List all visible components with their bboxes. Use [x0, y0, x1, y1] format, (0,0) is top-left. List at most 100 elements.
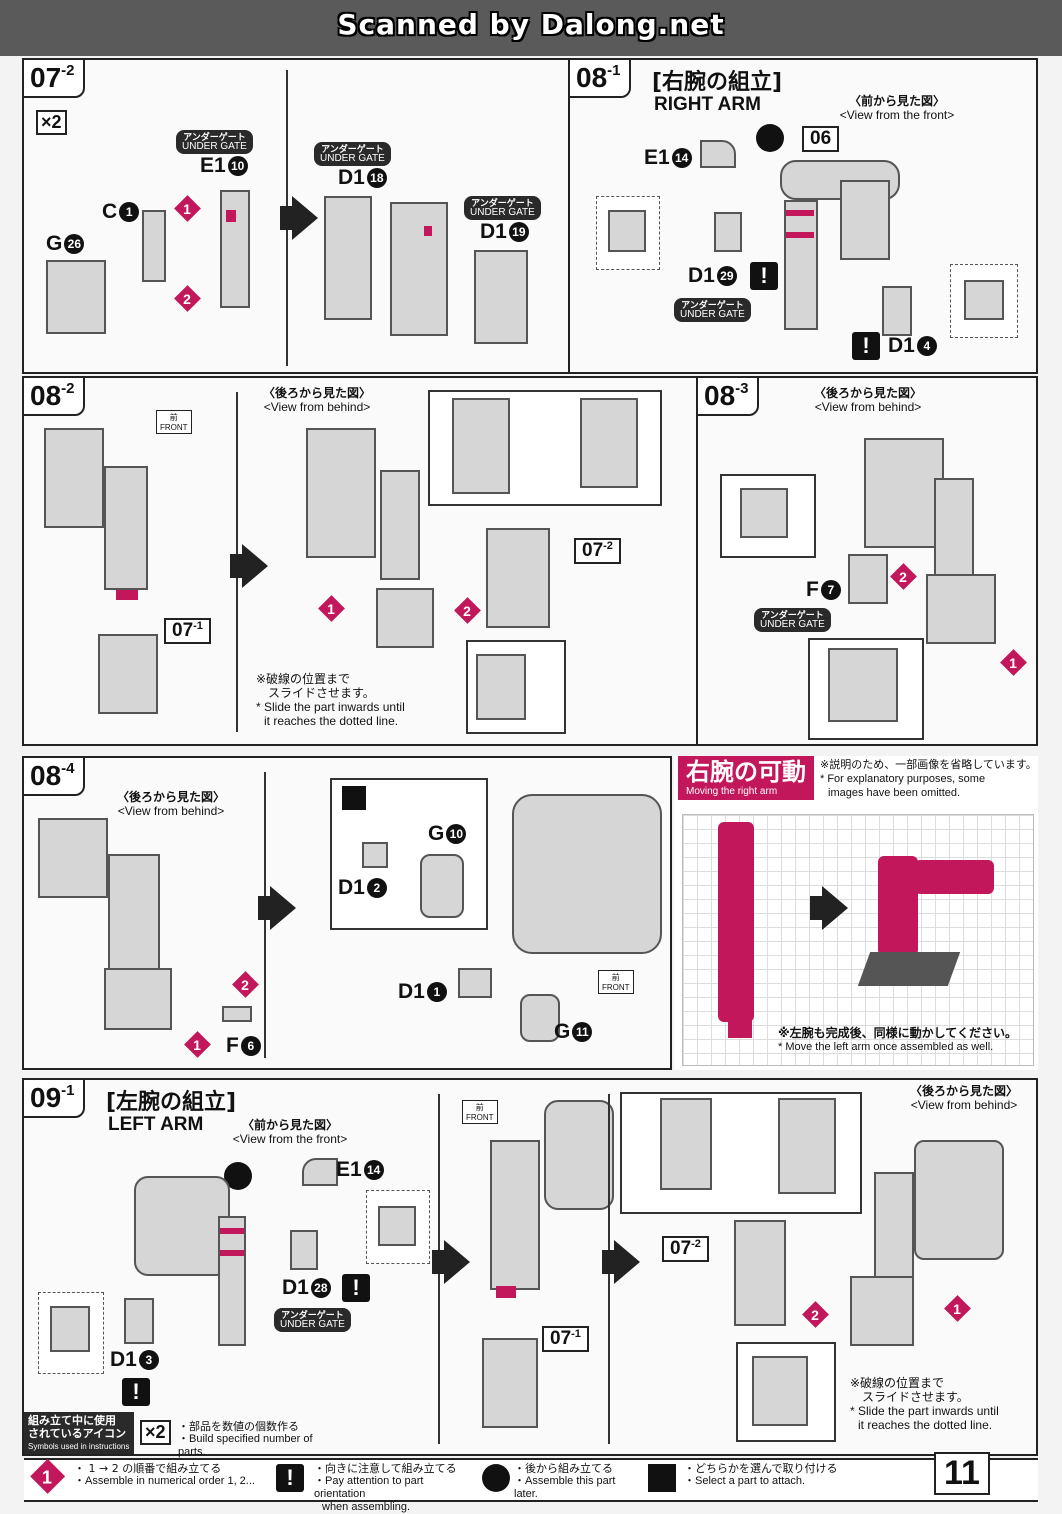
next-arrow-icon	[822, 886, 848, 930]
step-badge: 08-3	[698, 378, 759, 416]
part-mark	[116, 590, 138, 600]
ref-step-06: 06	[802, 126, 840, 152]
movable-bottom-note: ※左腕も完成後、同様に動かしてください。 * Move the left arm…	[778, 1026, 1017, 1053]
part-d1-shape	[290, 1230, 318, 1270]
part-detail-shape	[378, 1206, 416, 1246]
arrow-tail	[280, 206, 294, 230]
part-detail-shape	[778, 1098, 836, 1194]
scan-watermark: Scanned by Dalong.net	[337, 8, 725, 41]
torso-shape	[134, 1176, 230, 1276]
step-2-marker: 2	[801, 1301, 829, 1328]
arm-bent-lower-shape	[914, 860, 994, 894]
lower-arm-shape	[376, 588, 434, 648]
torso-shape	[840, 180, 890, 260]
torso-shape	[864, 438, 944, 548]
step-2-marker: 2	[173, 285, 201, 312]
arm-straight-shape	[718, 822, 754, 1022]
next-arrow-icon	[270, 886, 296, 930]
torso-shape	[544, 1100, 614, 1210]
arm-shape	[104, 466, 148, 590]
part-d1-shape	[362, 842, 388, 868]
lower-arm-shape	[104, 968, 172, 1030]
arm-shape	[874, 1172, 914, 1282]
step-2-marker: 2	[453, 597, 481, 624]
legend-warning-icon: !	[276, 1464, 304, 1492]
legend-order-text: ・ 1 → 2 の順番で組み立てる ・Assemble in numerical…	[74, 1462, 255, 1487]
torso-shape	[914, 1140, 1004, 1260]
part-detail-shape	[50, 1306, 90, 1352]
step-badge: 09-1	[24, 1080, 85, 1118]
part-mark	[424, 226, 432, 236]
part-mark	[220, 1250, 244, 1256]
select-part-icon	[342, 786, 366, 810]
part-d1-shape	[714, 212, 742, 252]
fist-shape	[520, 994, 560, 1042]
part-detail-shape	[964, 280, 1004, 320]
next-arrow-icon	[614, 1240, 640, 1284]
legend-header: 組み立て中に使用 されているアイコン Symbols used in instr…	[24, 1412, 134, 1454]
next-arrow-icon	[292, 196, 318, 240]
part-shape	[482, 1338, 538, 1428]
legend-warning-text: ・向きに注意して組み立てる ・Pay attention to part ori…	[314, 1462, 457, 1513]
part-mark	[496, 1286, 516, 1298]
orientation-warning-icon: !	[342, 1274, 370, 1302]
part-f7-shape	[848, 554, 888, 604]
part-d1-shape	[458, 968, 492, 998]
part-shape	[98, 634, 158, 714]
step-badge: 07-2	[24, 60, 85, 98]
orientation-warning-icon: !	[122, 1378, 150, 1406]
step-1-marker: 1	[183, 1031, 211, 1058]
next-arrow-icon	[444, 1240, 470, 1284]
torso-shape	[306, 428, 376, 558]
view-label: 〈前から見た図〉<View from the front>	[232, 1118, 348, 1146]
step-2-marker: 2	[889, 563, 917, 590]
arm-shape	[218, 1216, 246, 1346]
step-08-1-panel: 08-1 [右腕の組立] RIGHT ARM 〈前から見た図〉<View fro…	[568, 58, 1038, 374]
part-d1-shape	[124, 1298, 154, 1344]
torso-shape	[38, 818, 108, 898]
movable-panel: 右腕の可動 Moving the right arm ※説明のため、一部画像を省…	[674, 756, 1038, 1070]
section-title-jp: [右腕の組立]	[652, 70, 783, 95]
ref-step-07-1: 07-1	[164, 618, 211, 644]
orientation-warning-icon: !	[852, 332, 880, 360]
step-badge: 08-2	[24, 378, 85, 416]
part-mark	[786, 210, 814, 216]
arm-shape	[490, 1140, 540, 1290]
movable-title: 右腕の可動 Moving the right arm	[678, 756, 814, 800]
hand-shape	[420, 854, 464, 918]
part-detail-shape	[580, 398, 638, 488]
part-07-2-shape	[734, 1220, 786, 1326]
section-title-en: LEFT ARM	[108, 1114, 204, 1135]
part-e1-shape	[700, 140, 736, 168]
legend-later-text: ・後から組み立てる ・Assemble this part later.	[514, 1462, 616, 1500]
multiplier-x2: ×2	[36, 110, 67, 135]
ref-step-07-2: 07-2	[574, 538, 621, 564]
part-detail-shape	[452, 398, 510, 494]
part-07-2-shape	[486, 528, 550, 628]
assemble-later-icon	[756, 124, 784, 152]
lower-arm-shape	[850, 1276, 914, 1346]
page-number: 11	[934, 1452, 990, 1495]
shoulder-shape	[857, 952, 961, 986]
arm-shape	[108, 854, 160, 974]
slide-note: ※破線の位置まで スライドさせます。 * Slide the part inwa…	[850, 1376, 999, 1432]
